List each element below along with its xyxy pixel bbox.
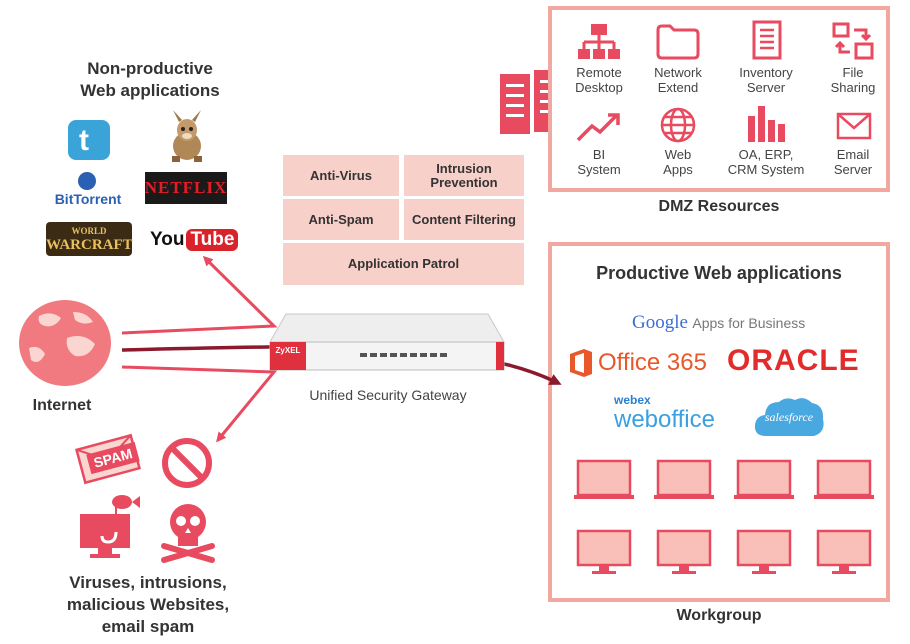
document-icon: [752, 20, 782, 60]
productive-title: Productive Web applications: [596, 263, 842, 283]
bar-chart-icon: [748, 106, 785, 142]
nonproductive-title-line2: Web applications: [80, 81, 220, 100]
arrow-to-nonproductive: [121, 255, 278, 335]
office-icon: [570, 349, 592, 377]
folder-icon: [656, 24, 700, 60]
trend-chart-icon: [576, 113, 620, 142]
warcraft-logo: WORLD WARCRAFT: [46, 222, 133, 256]
threats-label: Viruses, intrusions, malicious Websites,…: [66, 573, 230, 636]
bittorrent-icon: [78, 172, 96, 190]
nonproductive-title-line1: Non-productive: [87, 59, 213, 78]
feature-antispam: Anti-Spam: [283, 199, 399, 240]
feature-application-patrol: Application Patrol: [283, 243, 524, 285]
gateway-brand: ZyXEL: [275, 346, 301, 355]
feature-antivirus: Anti-Virus: [283, 155, 399, 196]
office365-logo: Office 365: [568, 346, 707, 380]
prohibited-icon: [162, 438, 212, 488]
salesforce-logo: salesforce: [752, 392, 826, 442]
workgroup-label: Workgroup: [676, 607, 762, 624]
phishing-monitor-icon: [80, 495, 140, 558]
file-sharing-icon: [832, 22, 874, 60]
envelope-icon: [836, 112, 872, 140]
gateway-label: Unified Security Gateway: [309, 387, 467, 403]
dmz-title: DMZ Resources: [658, 198, 780, 215]
emule-donkey-icon: [172, 110, 202, 162]
dmz-item-oa-erp-crm: OA, ERP,CRM System: [727, 147, 805, 177]
skull-crossbones-icon: [161, 504, 215, 563]
security-gateway-device: [269, 313, 505, 371]
network-tree-icon: [578, 24, 620, 59]
bittorrent-logo: BitTorrent: [47, 172, 129, 210]
twitter-logo-icon: t: [68, 120, 110, 160]
netflix-logo: NETFLIX: [145, 172, 227, 204]
feature-intrusion-prevention: Intrusion Prevention: [404, 155, 524, 196]
nonproductive-title: Non-productive Web applications: [40, 58, 260, 102]
workgroup-computers: [574, 459, 874, 574]
google-apps-logo: Google Apps for Business: [632, 312, 806, 333]
youtube-logo: You Tube: [150, 225, 239, 255]
internet-globe-icon: [19, 300, 111, 386]
globe-icon: [660, 107, 696, 143]
arrow-to-threats: [121, 365, 278, 443]
internet-label: Internet: [32, 397, 92, 414]
cloud-icon: [754, 398, 824, 436]
webex-weboffice-logo: webex weboffice: [614, 393, 715, 433]
feature-content-filtering: Content Filtering: [404, 199, 524, 240]
oracle-logo: ORACLE: [727, 344, 860, 377]
